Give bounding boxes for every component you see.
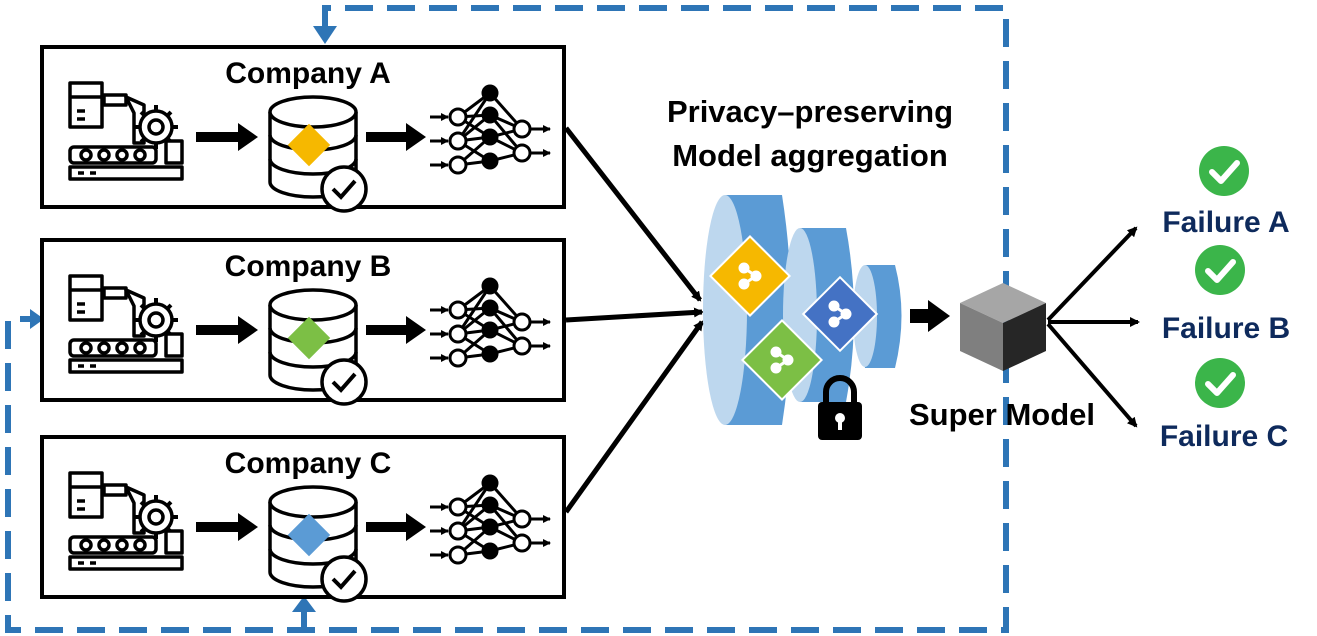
company-box: Company B [40,238,566,406]
loop-arrowhead-top [313,26,337,44]
share-icon [708,234,792,318]
loop-arrowhead-left [30,309,44,329]
check-circle-icon [1195,245,1245,295]
flow-arrow [196,316,258,344]
flow-arrow [196,123,258,151]
flow-arrow [366,513,426,541]
data-diamond [287,123,331,167]
cube-icon [960,283,1046,371]
failure-b-label: Failure B [1162,312,1290,345]
check-circle-icon [1199,146,1249,196]
company-box: Company A [40,45,566,213]
flow-arrow [196,513,258,541]
failure-c-label: Failure C [1160,420,1288,453]
flow-arrow [366,316,426,344]
share-icon [740,318,824,402]
aggregation-title-line1: Privacy–preserving [667,94,953,129]
loop-arrowhead-bottom [292,596,316,612]
failure-a-label: Failure A [1162,206,1289,239]
company-name: Company B [225,250,392,283]
arrows-to-aggregator [563,126,705,514]
lock-icon [818,375,862,440]
company-name: Company C [225,447,392,480]
check-circle-icon [1195,358,1245,408]
share-icon [801,275,879,353]
aggregation-title-line2: Model aggregation [672,138,948,173]
super-model-label: Super Model [909,397,1095,432]
flow-arrow [366,123,426,151]
company-box: Company C [40,435,566,603]
arrow-to-super-model [910,300,950,332]
data-diamond [287,316,331,360]
company-name: Company A [225,57,391,90]
arrows-to-failures [1046,226,1140,428]
